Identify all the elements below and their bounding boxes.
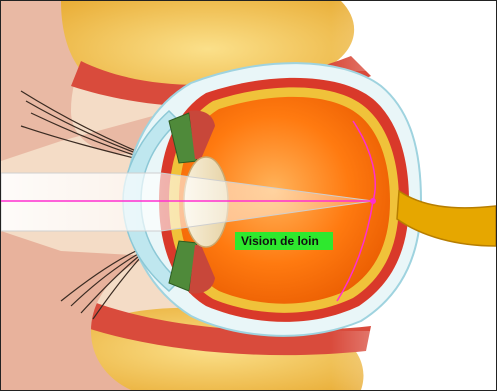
right-fade-bottom: [331, 331, 496, 390]
vision-label: Vision de loin: [237, 232, 323, 250]
focal-point: [370, 198, 376, 204]
right-fade: [331, 1, 496, 71]
